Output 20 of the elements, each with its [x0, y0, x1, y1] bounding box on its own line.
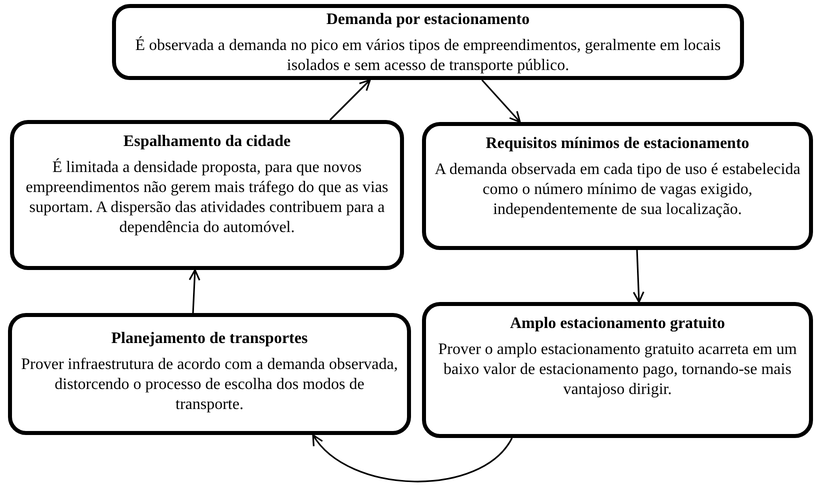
box-description: É observada a demanda no pico em vários tipos de empreendimentos, geralmente em locais isolados e sem acesso de transporte público.: [134, 36, 722, 76]
arrow: [632, 250, 644, 303]
process-box: [422, 302, 813, 438]
box-title: Requisitos mínimos de estacionamento: [486, 134, 750, 154]
arrow: [481, 79, 521, 123]
arrow: [312, 434, 513, 482]
arrow: [329, 79, 371, 121]
box-title: Demanda por estacionamento: [326, 10, 530, 30]
process-box: [112, 4, 744, 80]
box-description: A demanda observada em cada tipo de uso é estabelecida como o número mínimo de vagas exigido, independentemente de sua localização.: [434, 160, 801, 220]
box-description: É limitada a densidade proposta, para que novos empreendimentos não gerem mais tráfego do que as vias suportam. A dispersão das atividades contribuem para a dependência do automóvel.: [24, 158, 390, 238]
box-description: Prover o amplo estacionamento gratuito acarreta em um baixo valor de estacionamento pago, tornando-se mais vantajoso dirigir.: [437, 340, 798, 400]
process-box: [422, 122, 813, 250]
process-box: [10, 120, 404, 270]
box-title: Espalhamento da cidade: [123, 132, 291, 152]
box-title: Amplo estacionamento gratuito: [510, 314, 726, 334]
arrow: [188, 269, 200, 314]
box-description: Prover infraestrutura de acordo com a demanda observada, distorcendo o processo de escolha dos modos de transporte.: [20, 355, 399, 415]
process-box: [8, 313, 411, 435]
box-title: Planejamento de transportes: [111, 329, 308, 349]
